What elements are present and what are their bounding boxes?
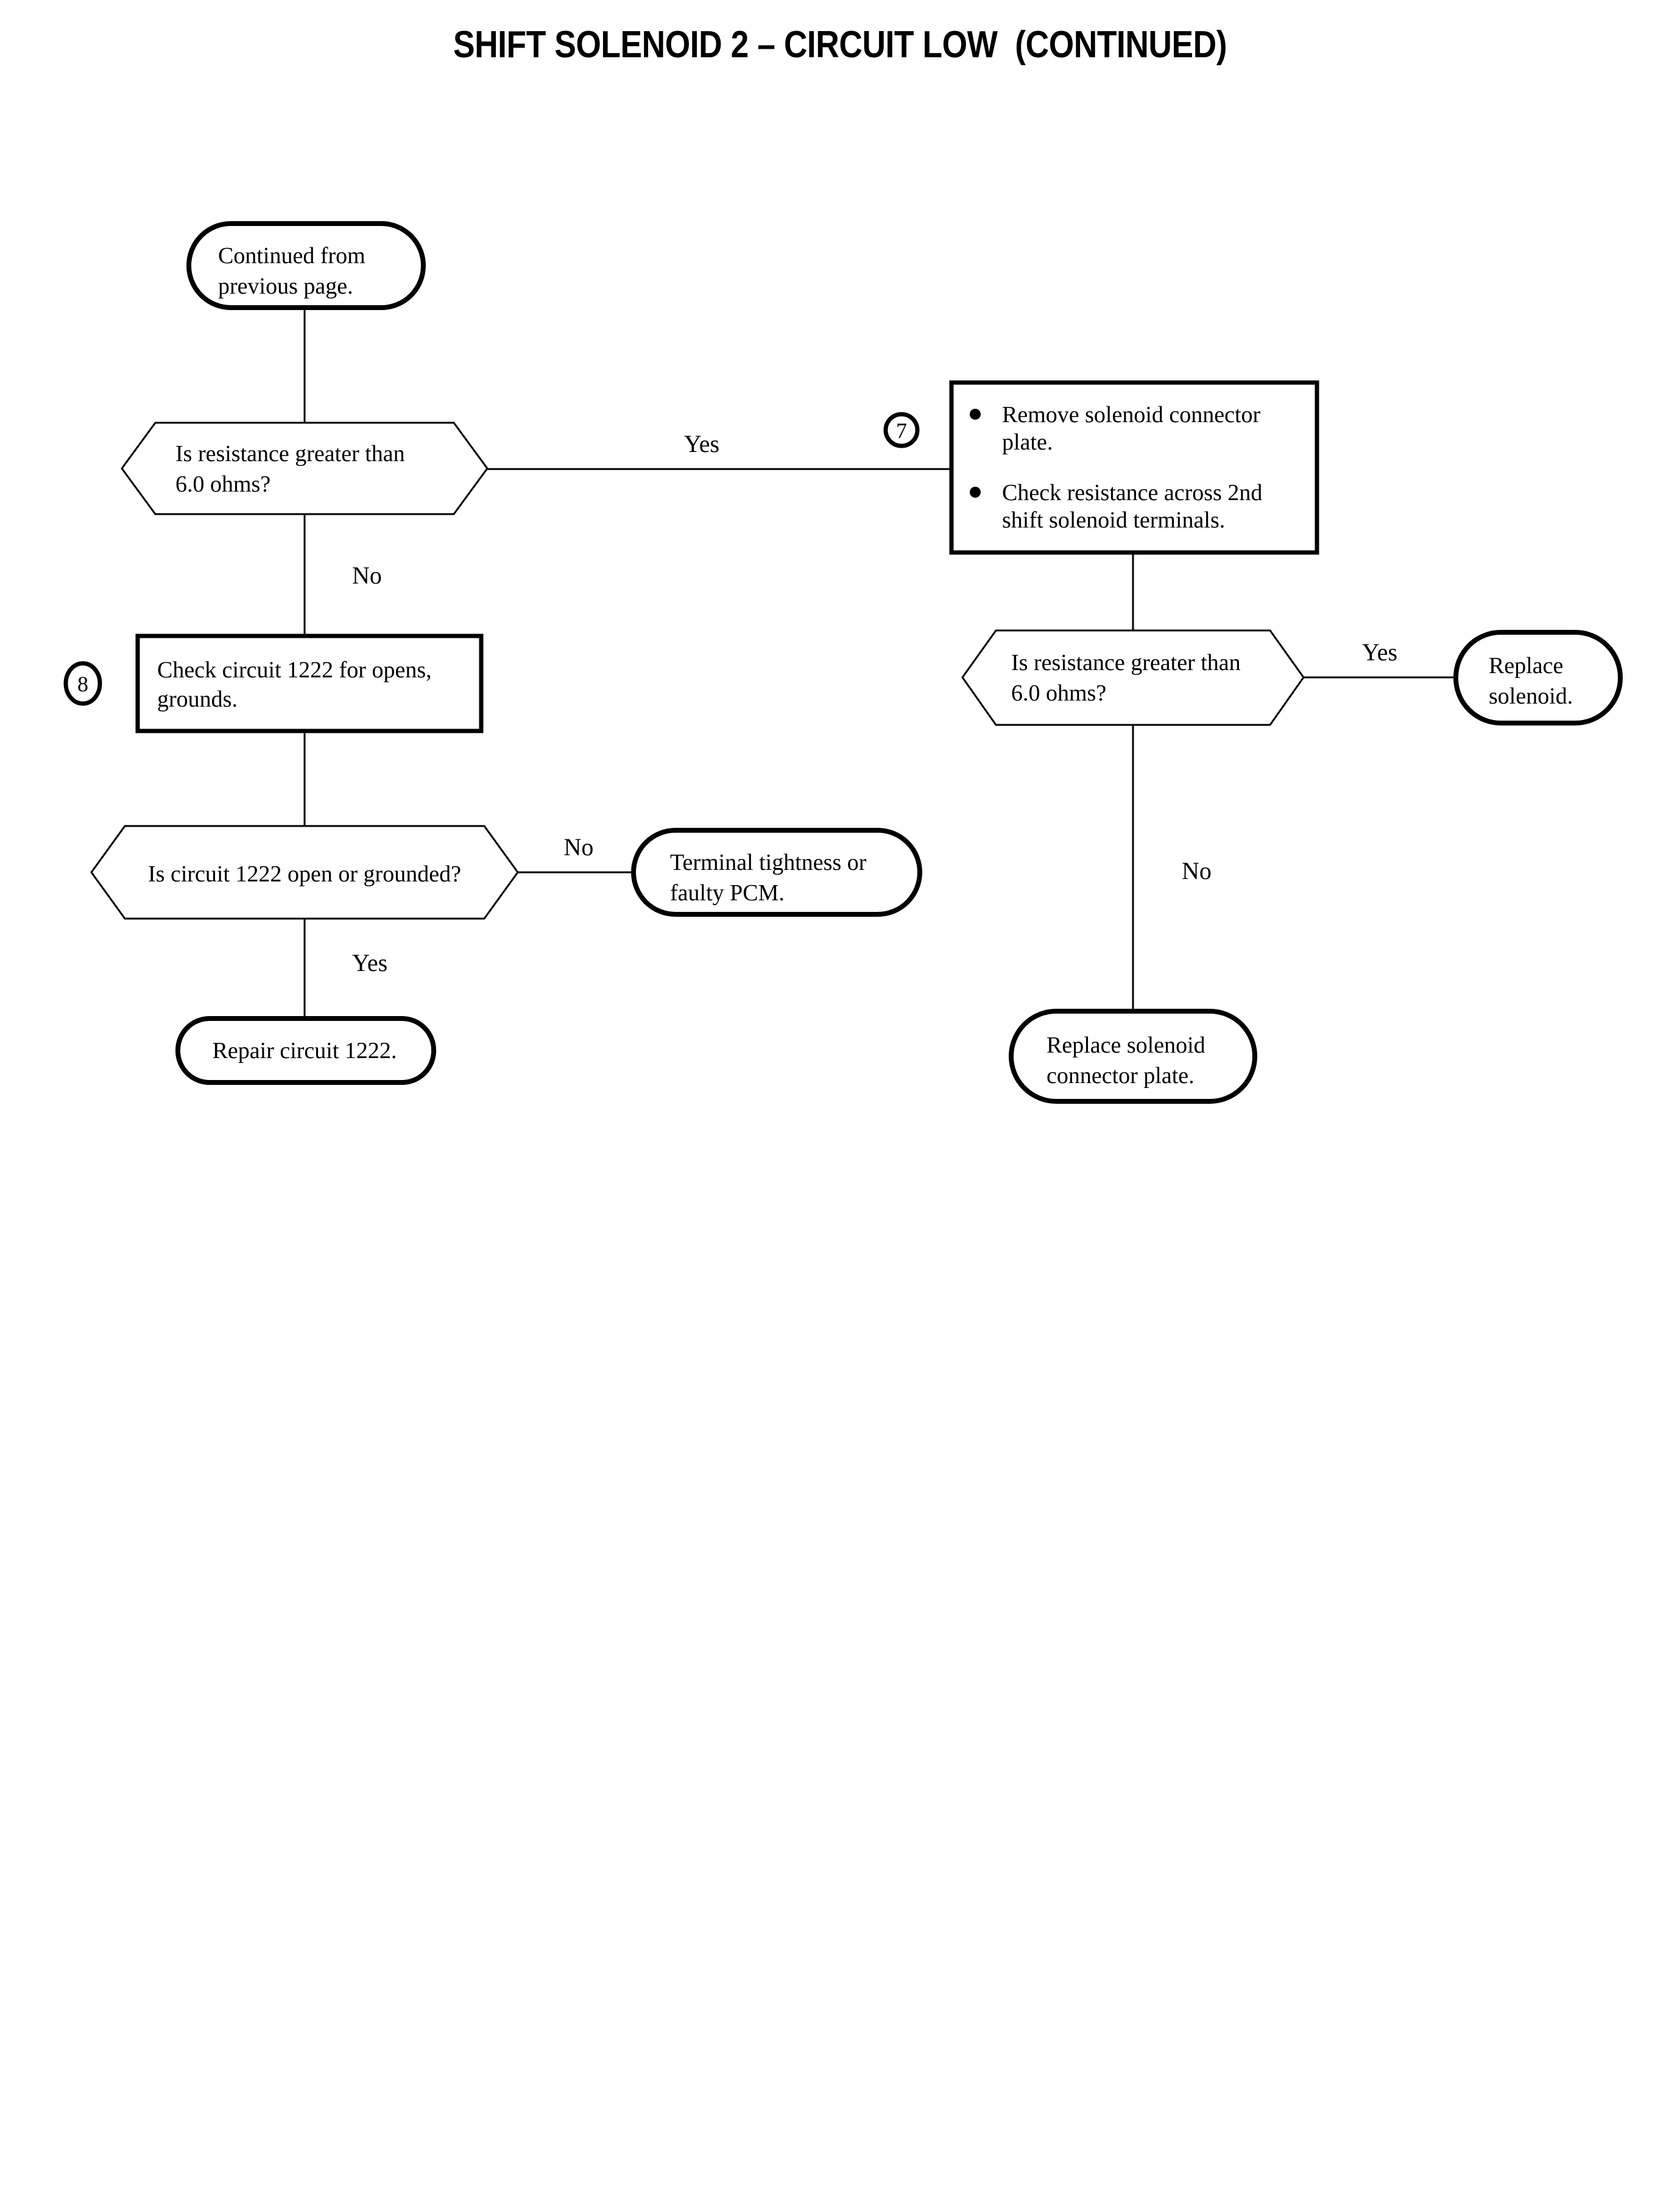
node-text-line2: connector plate. bbox=[1046, 1063, 1195, 1089]
page-title: SHIFT SOLENOID 2 – CIRCUIT LOW (CONTINUE… bbox=[453, 24, 1227, 66]
terminal-shape bbox=[1009, 1009, 1257, 1104]
decision-shape bbox=[90, 825, 519, 920]
connectors bbox=[303, 308, 1456, 1019]
node-text-line2: solenoid. bbox=[1489, 683, 1573, 709]
decision-shape bbox=[961, 629, 1305, 726]
decision-shape bbox=[121, 422, 489, 515]
node-decision-is-resistance-greater-2[interactable]: Is resistance greater than 6.0 ohms? bbox=[961, 629, 1305, 726]
marker-circle-shape bbox=[63, 661, 102, 706]
node-text-line2: 6.0 ohms? bbox=[1011, 680, 1106, 706]
node-text-line1: Terminal tightness or bbox=[670, 850, 867, 875]
node-text-line1: Is circuit 1222 open or grounded? bbox=[148, 861, 461, 887]
bullet2-line1: Check resistance across 2nd bbox=[1002, 480, 1262, 506]
process-shape bbox=[135, 634, 484, 733]
node-decision-is-circuit-open-or-grounded[interactable]: Is circuit 1222 open or grounded? bbox=[90, 825, 519, 920]
marker-label: 8 bbox=[77, 672, 88, 696]
node-text-line1: Repair circuit 1222. bbox=[213, 1038, 397, 1064]
edge-label-no-right: No bbox=[1182, 857, 1212, 884]
node-text-line2: previous page. bbox=[218, 274, 353, 299]
edge-label-yes-right: Yes bbox=[1362, 638, 1397, 666]
step-marker-7: 7 bbox=[883, 412, 920, 448]
bullet1-line2: plate. bbox=[1002, 429, 1053, 455]
marker-label: 7 bbox=[896, 418, 907, 443]
node-terminal-replace-solenoid-connector-plate[interactable]: Replace solenoid connector plate. bbox=[1009, 1009, 1257, 1104]
node-text-line1: Replace solenoid bbox=[1046, 1033, 1205, 1058]
bullet1-line1: Remove solenoid connector bbox=[1002, 402, 1261, 428]
node-text-line1: Continued from bbox=[218, 243, 365, 269]
node-text-line1: Is resistance greater than bbox=[175, 441, 405, 467]
node-decision-is-resistance-greater-1[interactable]: Is resistance greater than 6.0 ohms? bbox=[121, 422, 489, 515]
edge-label-yes-top: Yes bbox=[684, 430, 719, 457]
bullet-icon bbox=[970, 487, 981, 498]
process-shape bbox=[949, 380, 1319, 555]
node-text-line2: grounds. bbox=[157, 687, 238, 712]
node-continued-from-previous-page[interactable]: Continued from previous page. bbox=[186, 221, 426, 310]
node-text-line1: Replace bbox=[1489, 653, 1563, 679]
node-text-line2: 6.0 ohms? bbox=[175, 471, 270, 497]
terminal-shape bbox=[631, 828, 922, 917]
node-terminal-replace-solenoid[interactable]: Replace solenoid. bbox=[1453, 630, 1623, 725]
edge-label-no-mid: No bbox=[564, 833, 594, 861]
edge-label-yes-bottom: Yes bbox=[352, 949, 387, 976]
node-text-line1: Is resistance greater than bbox=[1011, 650, 1241, 676]
node-process-check-circuit-1222[interactable]: Check circuit 1222 for opens, grounds. bbox=[135, 634, 484, 733]
node-process-remove-solenoid-connector-plate[interactable]: Remove solenoid connector plate. Check r… bbox=[949, 380, 1319, 555]
node-text-line2: faulty PCM. bbox=[670, 880, 785, 906]
node-text-line1: Check circuit 1222 for opens, bbox=[157, 657, 432, 683]
marker-circle-shape bbox=[883, 412, 920, 448]
terminal-shape bbox=[175, 1016, 436, 1085]
terminal-shape bbox=[186, 221, 426, 310]
bullet2-line2: shift solenoid terminals. bbox=[1002, 507, 1225, 533]
terminal-shape bbox=[1453, 630, 1623, 725]
node-terminal-repair-circuit-1222[interactable]: Repair circuit 1222. bbox=[175, 1016, 436, 1085]
bullet-icon bbox=[970, 409, 981, 420]
node-terminal-terminal-tightness-faulty-pcm[interactable]: Terminal tightness or faulty PCM. bbox=[631, 828, 922, 917]
step-marker-8: 8 bbox=[63, 661, 102, 706]
edge-label-no-left: No bbox=[352, 562, 382, 589]
